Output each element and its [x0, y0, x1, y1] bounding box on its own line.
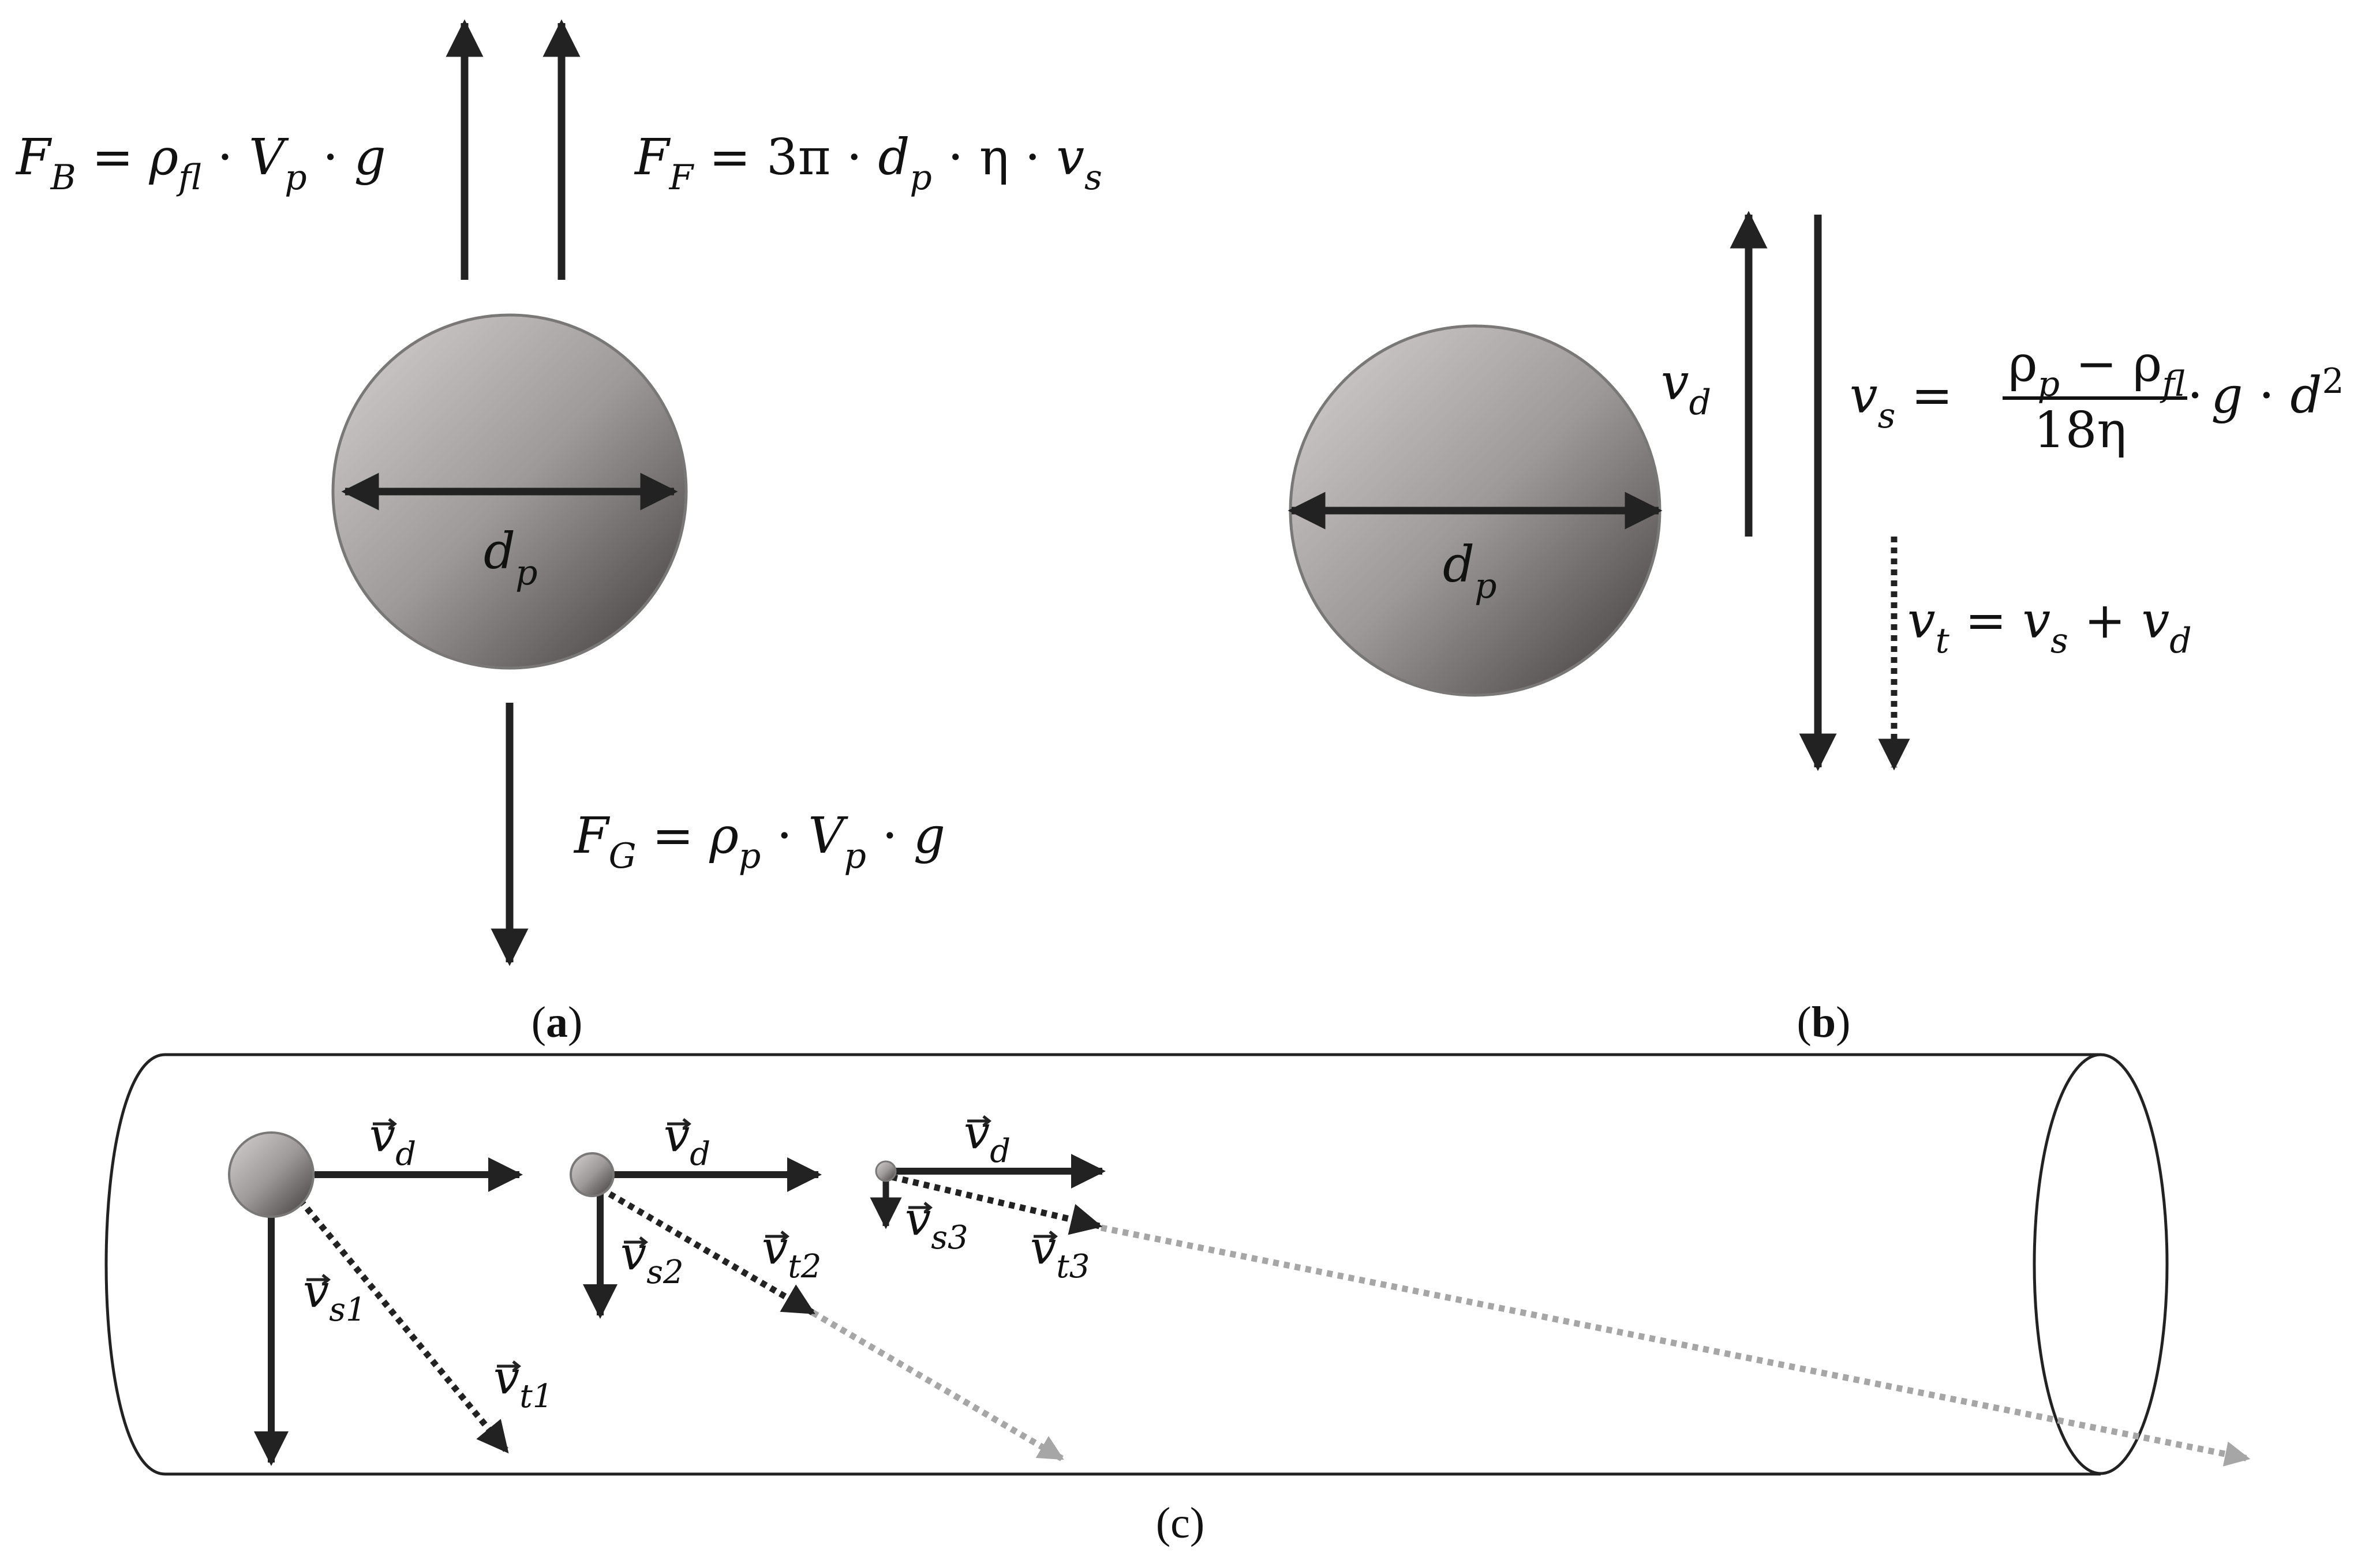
vector-accent-vd1	[373, 1118, 398, 1130]
vector-accent-vs3	[908, 1202, 933, 1213]
vs1-label: vs1	[303, 1264, 366, 1329]
panel-b: dp vd vs = ρp − ρfl 18η ·g · d2 vt = vs …	[1288, 211, 2344, 1047]
vs2-label: vs2	[620, 1227, 684, 1291]
friction-force-formula: FF = 3π · dp · η · vs	[634, 129, 1102, 198]
panel-c-caption: (c)	[1156, 1499, 1204, 1547]
settling-velocity-numerator: ρp − ρfl	[2008, 335, 2185, 404]
vt1-label: vt1	[493, 1351, 553, 1415]
vt3-arrow	[890, 1173, 1103, 1235]
vt3-label: vt3	[1030, 1221, 1090, 1285]
vt2-label: vt2	[762, 1221, 821, 1285]
vector-accent-vt2	[765, 1231, 790, 1242]
settling-velocity-formula: vs = ρp − ρfl 18η ·g · d2	[1850, 335, 2344, 459]
pipe-outline	[104, 1053, 2101, 1476]
total-velocity-formula: vt = vs + vd	[1907, 592, 2192, 661]
drift-velocity-label: vd	[1661, 354, 1711, 423]
svg-text:vs =: vs =	[1850, 367, 1953, 436]
trajectory-3	[1100, 1224, 2251, 1467]
panel-b-caption: (b)	[1797, 998, 1851, 1047]
vector-accent-vd3	[967, 1115, 992, 1127]
vector-accent-vd2	[667, 1118, 692, 1130]
panel-a-caption: (a)	[532, 998, 583, 1047]
settling-velocity-denominator: 18η	[2034, 402, 2127, 459]
trajectory-2	[811, 1310, 1064, 1461]
diameter-label-b: dp	[1443, 536, 1496, 606]
vector-accents	[306, 1115, 1058, 1372]
vector-accent-vs2	[624, 1236, 649, 1248]
vector-accent-vs1	[306, 1274, 331, 1285]
particle-c3	[875, 1160, 897, 1182]
vd-label-2: vd	[664, 1108, 710, 1173]
panel-c: vd vd vd vs1 vt1 vs2 vt2 vs3 vt3 (c)	[104, 1053, 2251, 1547]
vd-label-1: vd	[369, 1108, 416, 1173]
particle-c1	[228, 1131, 315, 1218]
pipe-opening	[2033, 1053, 2169, 1475]
vector-accent-vt3	[1034, 1231, 1058, 1242]
vector-accent-vt1	[497, 1360, 522, 1372]
vs3-label: vs3	[905, 1192, 968, 1257]
buoyancy-force-formula: FB = ρfl · Vp · g	[15, 129, 386, 198]
gravity-force-formula: FG = ρp · Vp · g	[573, 807, 945, 876]
diameter-label-a: dp	[484, 523, 537, 593]
panel-a: dp FB = ρfl · Vp · g FF = 3π · dp · η · …	[15, 19, 1102, 1047]
settling-velocity-tail: ·g · d2	[2187, 361, 2344, 425]
vt2-arrow	[598, 1186, 815, 1315]
particle-c2	[570, 1152, 615, 1197]
vd-label-3: vd	[964, 1105, 1011, 1170]
